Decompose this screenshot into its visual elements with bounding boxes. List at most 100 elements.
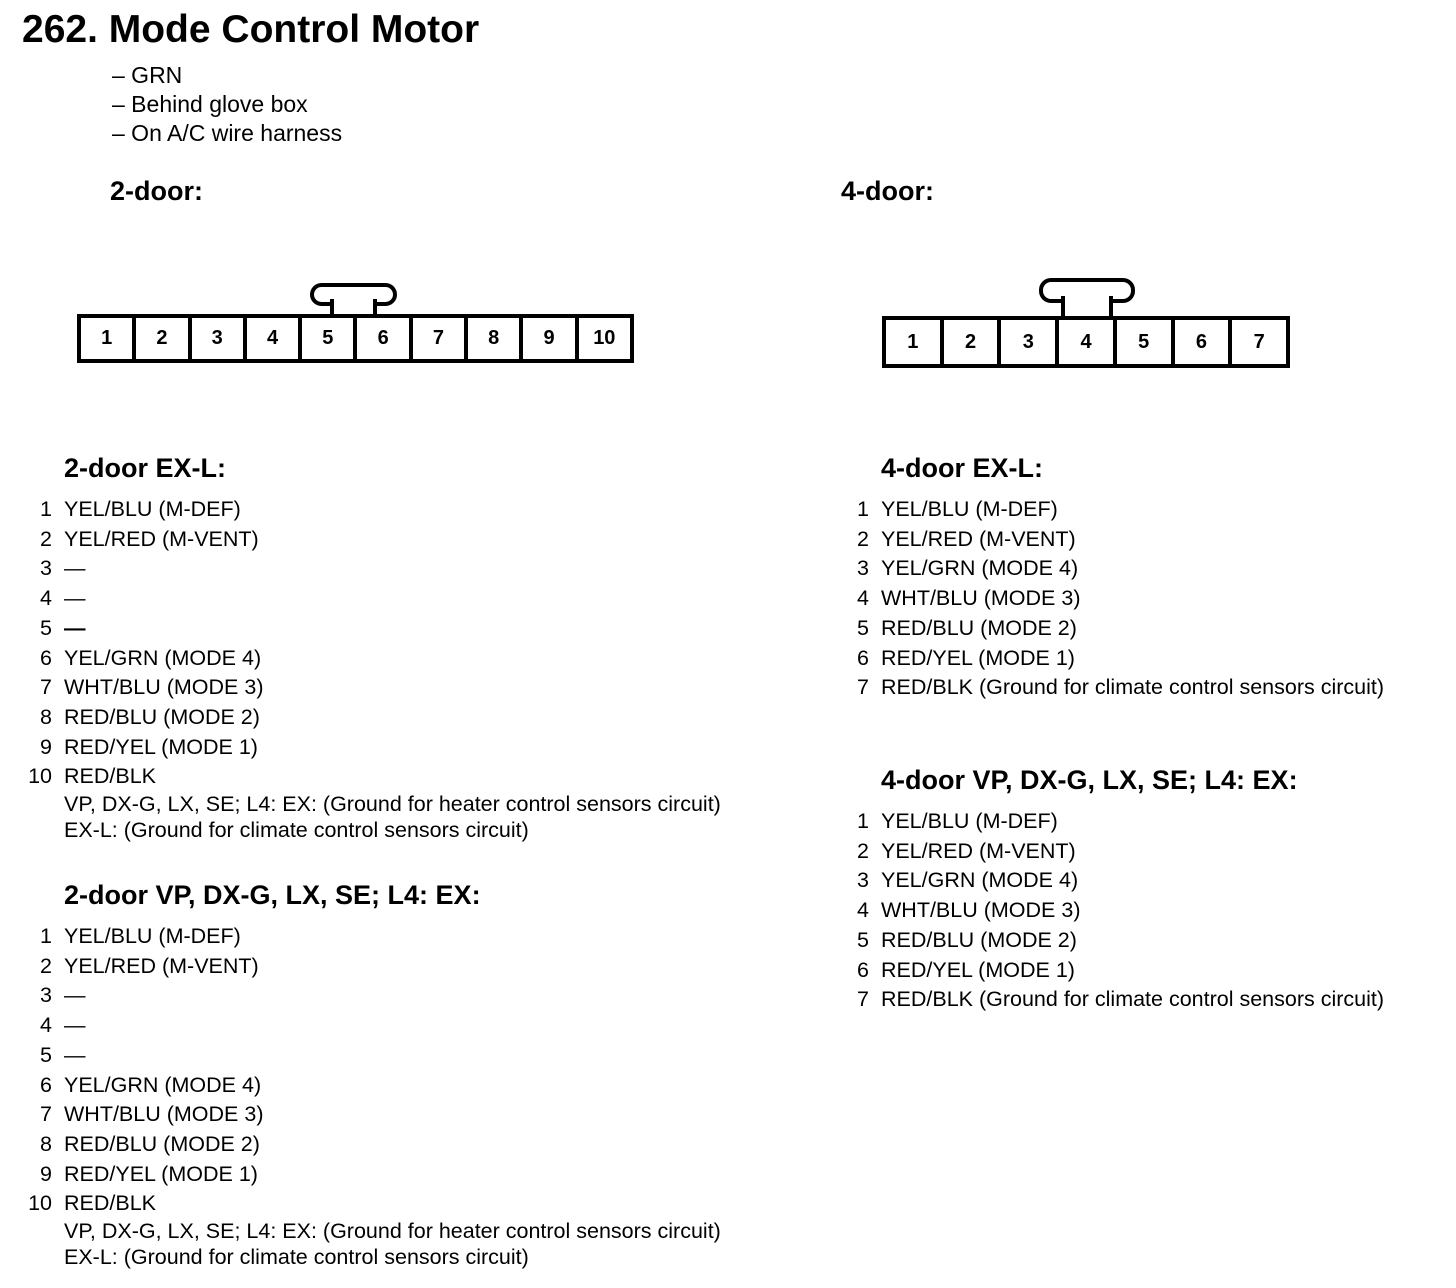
pin-description: WHT/BLU (MODE 3) [64,675,264,700]
pin-number: 3 [857,556,869,581]
pin-row: 5— [22,1041,721,1071]
section-heading: 2-door EX-L: [64,453,226,483]
pin-number: 3 [40,983,52,1008]
section-heading: 4-door EX-L: [881,453,1043,483]
cavity-7: 7 [413,318,469,359]
cavity-6: 6 [357,318,413,359]
pin-description: YEL/BLU (M-DEF) [881,497,1058,521]
pin-description: RED/BLK (Ground for climate control sens… [881,987,1385,1012]
pin-description: RED/YEL (MODE 1) [881,645,1075,670]
pin-note: VP, DX-G, LX, SE; L4: EX: (Ground for he… [64,792,721,817]
pin-number: 1 [40,497,52,521]
pin-number: 2 [857,526,869,551]
pin-row: 7 RED/BLK (Ground for climate control sen… [839,985,1384,1015]
pin-description: YEL/RED (M-VENT) [881,838,1076,863]
pin-number: 7 [857,675,869,700]
pin-number: 1 [40,924,52,948]
pin-note: EX-L: (Ground for climate control sensor… [64,817,529,842]
cavity-5: 5 [302,318,358,359]
pin-description: YEL/BLU (M-DEF) [881,809,1058,833]
pin-number: 5 [857,927,869,952]
cavity-6: 6 [1175,320,1233,364]
pin-number: 3 [857,868,869,893]
pin-note: VP, DX-G, LX, SE; L4: EX: (Ground for he… [64,1219,721,1244]
pin-description: WHT/BLU (MODE 3) [64,1102,264,1127]
pin-row: 1 YEL/BLU (M-DEF) [22,495,721,525]
pin-description: YEL/BLU (M-DEF) [64,497,241,521]
pin-description: RED/BLU (MODE 2) [881,927,1077,952]
pin-row: 1 YEL/BLU (M-DEF) [22,922,721,952]
cavity-1: 1 [81,318,137,359]
four-door-connector: 1 2 3 4 5 6 7 [882,316,1290,368]
pin-description: YEL/GRN (MODE 4) [881,868,1079,893]
cavity-7: 7 [1253,330,1265,353]
pin-description: — [64,556,86,581]
pin-description: YEL/RED (M-VENT) [881,526,1076,551]
cavity-8: 8 [468,318,524,359]
pin-description: — [64,983,86,1008]
pin-row: 4— [22,1011,721,1041]
pin-description: RED/BLU (MODE 2) [881,615,1077,640]
pin-row: 3— [22,981,721,1011]
pin-description: WHT/BLU (MODE 3) [881,586,1081,611]
pin-row: 5 RED/BLU (MODE 2) [839,926,1384,956]
two-door-connector: 1 2 3 4 5 6 7 8 9 10 [77,314,634,363]
pin-row: 4— [22,584,721,614]
cavity-10: 10 [593,327,616,349]
pin-description: — [64,1042,86,1067]
pin-row: 8 RED/BLU (MODE 2) [22,1130,721,1160]
pin-number: 1 [857,809,869,833]
four-door-connector-label: 4-door: [841,176,934,206]
pin-description: — [64,615,86,640]
pin-number: 6 [857,957,869,982]
pin-row: 3 YEL/GRN (MODE 4) [839,554,1384,584]
pin-description: WHT/BLU (MODE 3) [881,898,1081,923]
pin-description: YEL/BLU (M-DEF) [64,924,241,948]
cavity-3: 3 [192,318,247,359]
section-heading: 4-door VP, DX-G, LX, SE; L4: EX: [881,765,1298,795]
pin-description: RED/BLU (MODE 2) [64,704,260,729]
cavity-1: 1 [886,320,944,364]
pin-number: 10 [28,764,52,789]
pin-number: 8 [40,1131,52,1156]
pin-description: YEL/GRN (MODE 4) [64,645,262,670]
cavity-9: 9 [523,318,579,359]
component-info: – GRN – Behind glove box – On A/C wire h… [112,61,342,148]
pin-number: 7 [40,675,52,700]
pin-number: 1 [857,497,869,521]
pin-number: 9 [40,1161,52,1186]
pin-number: 6 [857,645,869,670]
pin-description: YEL/GRN (MODE 4) [881,556,1079,581]
pin-number: 6 [40,1072,52,1097]
pin-row: 3 YEL/GRN (MODE 4) [839,866,1384,896]
pin-number: 8 [40,704,52,729]
pin-number: 9 [40,734,52,759]
pin-row: 2 YEL/RED (M-VENT) [839,525,1384,555]
page-title: 262. Mode Control Motor [22,8,480,51]
pin-description: YEL/RED (M-VENT) [64,526,259,551]
pin-number: 2 [40,953,52,978]
pin-number: 4 [40,1013,52,1038]
pin-note: EX-L: (Ground for climate control sensor… [64,1244,529,1269]
pin-number: 7 [857,987,869,1012]
pin-description: — [64,1013,86,1038]
pin-row: 3— [22,554,721,584]
pin-number: 10 [28,1191,52,1216]
cavity-2: 2 [136,318,192,359]
pin-description: RED/BLU (MODE 2) [64,1131,260,1156]
pin-number: 4 [40,586,52,611]
pin-row: 1 YEL/BLU (M-DEF) [839,495,1384,525]
